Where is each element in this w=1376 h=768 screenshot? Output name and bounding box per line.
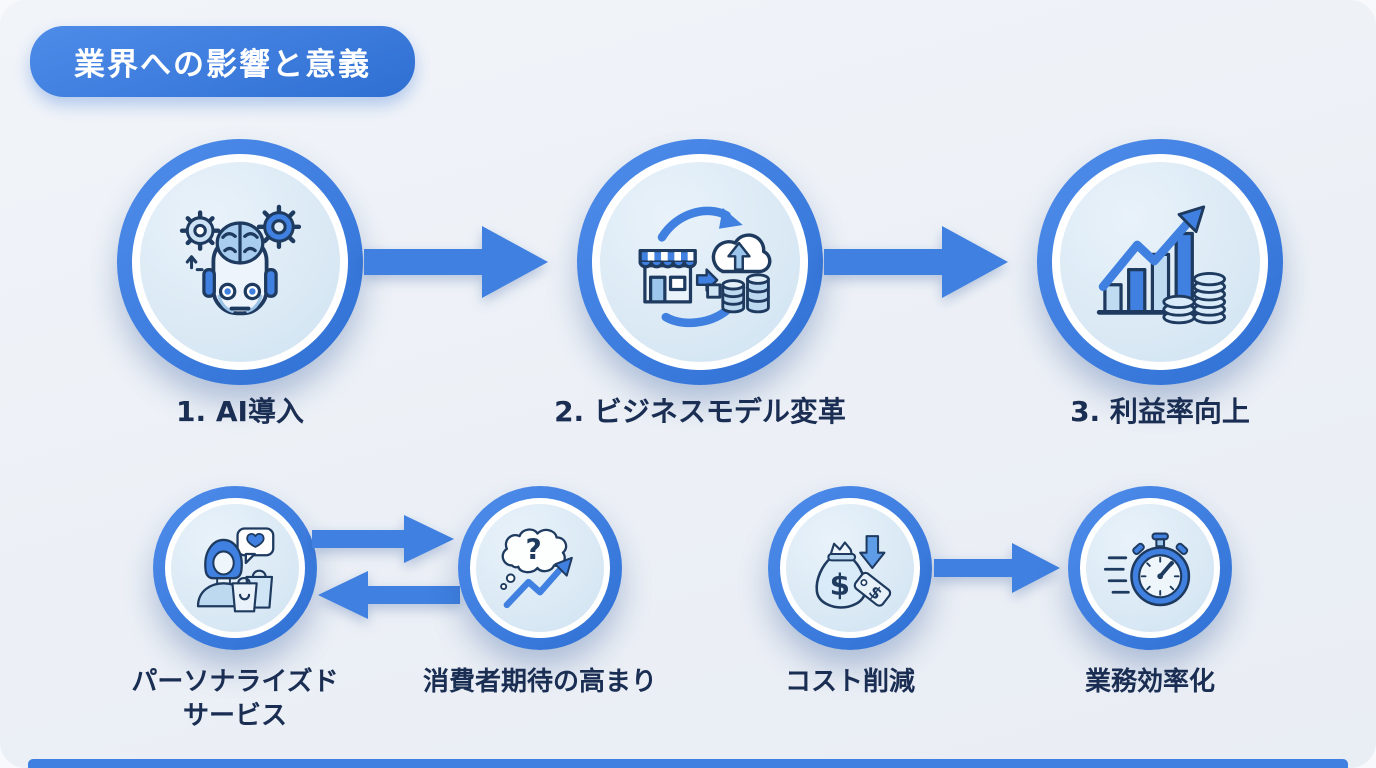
svg-text:?: ? [525, 534, 541, 567]
step-node-business-model-inner [592, 154, 808, 370]
node-efficiency-inner [1080, 498, 1220, 638]
step-label-ai-adoption: 1. AI導入 [176, 395, 304, 428]
ai-robot-brain-icon [179, 204, 302, 316]
node-label-consumer-expectation: 消費者期待の高まり [422, 667, 657, 697]
stopwatch-efficiency-icon [1103, 532, 1191, 607]
arrow-right-icon [312, 514, 454, 564]
consumer-expectation-icon: ? [500, 528, 573, 609]
step-label-profit-margin: 3. 利益率向上 [1070, 395, 1250, 428]
step-node-ai-adoption [117, 139, 363, 385]
arrow-right-icon [934, 540, 1060, 596]
arrow-left-icon [318, 570, 460, 620]
node-label-efficiency: 業務効率化 [1084, 667, 1215, 697]
step-node-profit-margin [1037, 139, 1283, 385]
node-personalized-service [153, 486, 317, 650]
step-node-business-model [577, 139, 823, 385]
page-title: 業界への影響と意義 [30, 26, 415, 97]
profit-growth-chart-icon [1096, 205, 1227, 325]
svg-text:$: $ [830, 568, 850, 602]
node-consumer-expectation: ? [458, 486, 622, 650]
node-label-personalized-service: パーソナライズド サービス [131, 667, 339, 731]
node-efficiency [1068, 486, 1232, 650]
arrow-right-icon [824, 224, 1008, 300]
node-consumer-expectation-inner: ? [470, 498, 610, 638]
step-node-ai-adoption-inner [132, 154, 348, 370]
node-label-cost-reduction: コスト削減 [784, 667, 915, 697]
node-cost-reduction-inner: $ $ [780, 498, 920, 638]
arrow-right-icon [364, 224, 548, 300]
personalized-service-icon [196, 527, 275, 613]
step-label-business-model: 2. ビジネスモデル変革 [554, 395, 846, 428]
node-personalized-service-inner [165, 498, 305, 638]
store-cloud-transformation-icon [638, 206, 772, 328]
footer-accent-bar [28, 759, 1348, 768]
money-bag-cost-reduction-icon: $ $ [815, 535, 892, 609]
node-cost-reduction: $ $ [768, 486, 932, 650]
step-node-profit-margin-inner [1052, 154, 1268, 370]
